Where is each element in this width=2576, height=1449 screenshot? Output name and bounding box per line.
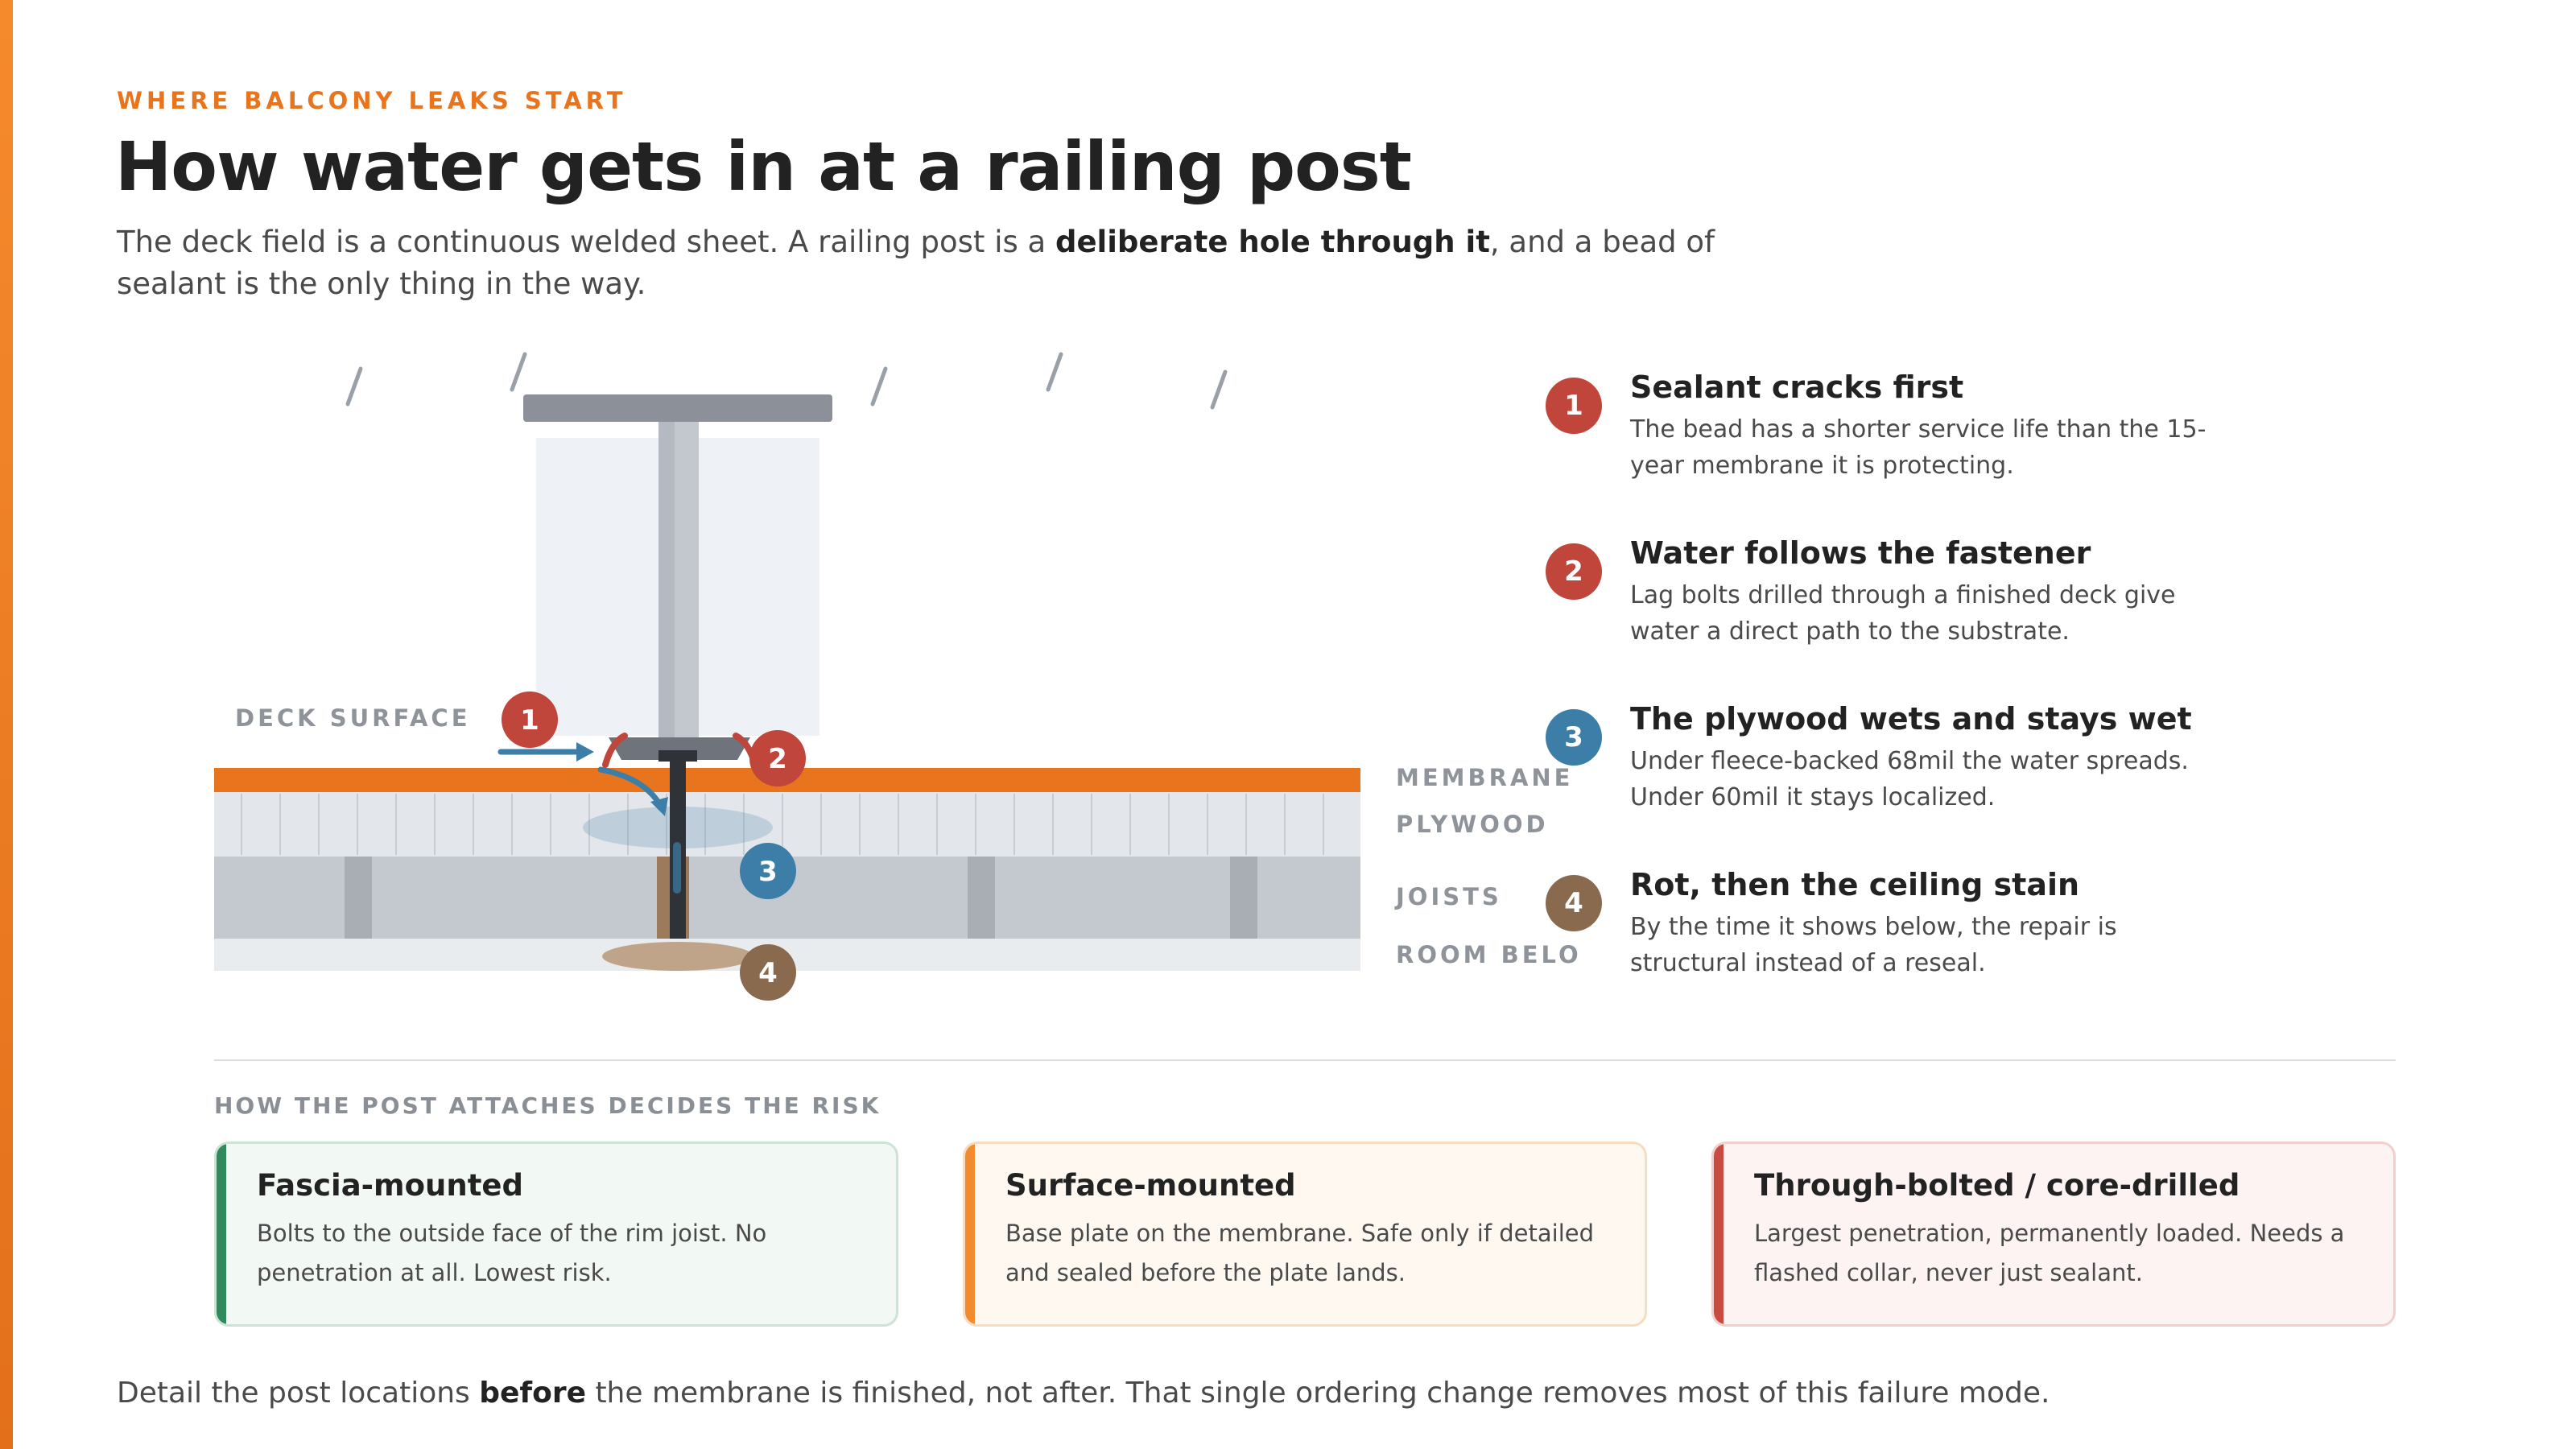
callout-title: Water follows the fastener: [1630, 535, 2091, 571]
card-body: Base plate on the membrane. Safe only if…: [1005, 1220, 1595, 1286]
rain-drop: [510, 352, 527, 392]
callout-list: 1 Sealant cracks first The bead has a sh…: [1546, 366, 2206, 1030]
railing-post-diagram: DECK SURFACE MEMBRANE PLYWOOD JOISTS ROO…: [214, 352, 1578, 1001]
railing-post-highlight: [658, 422, 675, 737]
accent-bar: [0, 0, 13, 1449]
label-joists: JOISTS: [1394, 883, 1502, 910]
water-arrow-in-head: [576, 742, 594, 762]
callout-3: 3 The plywood wets and stays wet Under f…: [1546, 701, 2206, 864]
callout-body: The bead has a shorter service life than…: [1630, 415, 2207, 480]
water-arrow-down-head: [650, 797, 668, 816]
card-body: Bolts to the outside face of the rim joi…: [257, 1220, 767, 1286]
label-room-below: ROOM BELOW: [1396, 941, 1578, 968]
badge-number: 1: [520, 704, 539, 737]
card-title: Through-bolted / core-drilled: [1754, 1168, 2240, 1203]
badge-number: 4: [758, 957, 778, 989]
callout-body: Lag bolts drilled through a finished dec…: [1630, 581, 2176, 646]
callout-number: 3: [1546, 709, 1602, 766]
rain-drop: [1046, 352, 1063, 392]
lag-bolt-head: [658, 750, 697, 762]
callout-number: 2: [1546, 543, 1602, 600]
footer-note: Detail the post locations before the mem…: [117, 1377, 2050, 1410]
top-rail: [523, 394, 832, 422]
plywood-grain: [241, 794, 1324, 855]
base-plate: [609, 737, 750, 760]
water-arrow-down: [597, 766, 663, 808]
callout-title: Sealant cracks first: [1630, 369, 1964, 405]
lede-text-end: , and a bead of sealant is the only thin…: [117, 225, 1715, 301]
callout-body: Under fleece-backed 68mil the water spre…: [1630, 747, 2189, 811]
callout-number: 1: [1546, 378, 1602, 434]
card-title: Fascia-mounted: [257, 1168, 523, 1203]
badge-2: 2: [749, 730, 806, 786]
rain: [345, 352, 1228, 410]
water-trickle: [673, 842, 681, 894]
rain-drop: [1210, 369, 1228, 410]
section-label: HOW THE POST ATTACHES DECIDES THE RISK: [214, 1092, 881, 1119]
plywood-layer: [214, 792, 1360, 857]
rot-stain: [602, 942, 753, 971]
callout-2: 2 Water follows the fastener Lag bolts d…: [1546, 535, 2206, 698]
footer-emphasis: before: [479, 1377, 586, 1410]
badge-4: 4: [740, 944, 796, 1001]
label-membrane: MEMBRANE: [1396, 764, 1574, 791]
badge-3: 3: [740, 843, 796, 899]
badge-1: 1: [502, 691, 558, 748]
card-fascia-mounted: Fascia-mounted Bolts to the outside face…: [214, 1141, 898, 1327]
footer-text: Detail the post locations: [117, 1377, 480, 1410]
badge-circle: [740, 843, 796, 899]
joist: [1230, 857, 1257, 939]
section-divider: [214, 1059, 2396, 1061]
callout-1: 1 Sealant cracks first The bead has a sh…: [1546, 369, 2206, 532]
footer-text-end: the membrane is finished, not after. Tha…: [586, 1377, 2050, 1410]
eyebrow: WHERE BALCONY LEAKS START: [117, 87, 627, 114]
badge-circle: [502, 691, 558, 748]
card-title: Surface-mounted: [1005, 1168, 1296, 1203]
card-through-bolted: Through-bolted / core-drilled Largest pe…: [1711, 1141, 2396, 1327]
card-body: Largest penetration, permanently loaded.…: [1754, 1220, 2345, 1286]
badge-circle: [749, 730, 806, 786]
callout-title: Rot, then the ceiling stain: [1630, 867, 2080, 902]
badge-number: 2: [768, 743, 787, 775]
lede: The deck field is a continuous welded sh…: [117, 221, 1759, 305]
water-arrows: [497, 749, 663, 808]
page-title: How water gets in at a railing post: [115, 127, 1412, 206]
callout-body: By the time it shows below, the repair i…: [1630, 913, 2117, 977]
rain-drop: [345, 366, 363, 407]
lede-emphasis: deliberate hole through it: [1055, 225, 1490, 259]
label-plywood: PLYWOOD: [1396, 811, 1549, 838]
badge-circle: [740, 944, 796, 1001]
callout-4: 4 Rot, then the ceiling stain By the tim…: [1546, 867, 2206, 1030]
callout-title: The plywood wets and stays wet: [1630, 701, 2192, 737]
sealant-bead-left: [602, 733, 628, 768]
badge-number: 3: [758, 856, 778, 888]
label-deck-surface: DECK SURFACE: [235, 704, 471, 732]
card-surface-mounted: Surface-mounted Base plate on the membra…: [963, 1141, 1647, 1327]
joist-members: [345, 857, 1257, 939]
rain-drop: [870, 366, 888, 407]
callout-number: 4: [1546, 875, 1602, 931]
joist: [968, 857, 995, 939]
lede-text: The deck field is a continuous welded sh…: [117, 225, 1055, 259]
joist: [345, 857, 372, 939]
attachment-cards: Fascia-mounted Bolts to the outside face…: [214, 1141, 2396, 1327]
